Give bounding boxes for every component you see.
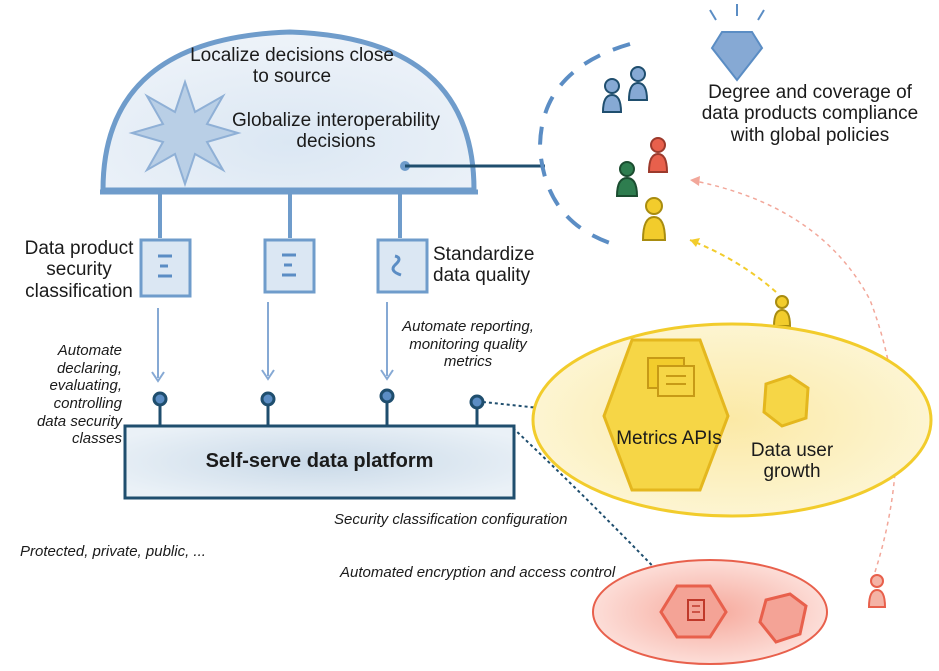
compass-star-icon [128,78,242,188]
automation-line: Automate reporting, [402,318,534,335]
metrics-api-label: Metrics APIs [616,428,722,449]
quality-policy-label: Standardize data quality [433,244,543,287]
compliance-text: Degree and coverage of data products com… [700,82,920,146]
governance-line: decisions [296,131,376,153]
policy-line: data quality [433,265,531,287]
arrowhead [690,176,700,186]
policy-arrows [151,302,394,383]
governance-line: to source [252,66,332,88]
growth-line: growth [763,461,821,483]
blue-person-icon [601,78,623,113]
governance-line: Localize decisions close [190,45,394,66]
policy-line: Data product [24,238,134,259]
automate-quality-label: Automate reporting, monitoring quality m… [388,318,548,371]
red-person-icon [647,137,669,173]
yellow-person-icon [641,197,667,241]
automation-line: declaring, [56,359,122,377]
growth-label: Data user growth [742,440,842,483]
automation-line: controlling [53,395,122,413]
compliance-line: data products compliance [701,103,919,125]
policy-document-icon [376,238,429,294]
metrics-hexagon [602,338,730,492]
automation-line: monitoring quality [409,335,527,353]
red-person-icon [867,574,887,608]
security-policy-label: Data product security classification [22,238,136,302]
notes-icon [647,357,695,397]
automation-line: evaluating, [49,377,122,395]
policy-document-icon [139,238,192,298]
classification-examples-note: Protected, private, public, ... [20,543,206,560]
compliance-line: Degree and coverage of [708,82,912,103]
automation-line: data security [36,412,122,430]
dome-compliance-connector [400,161,545,171]
metrics-domain-ellipse [531,322,933,518]
encryption-connector [512,427,689,604]
yellow-growth-arrow [689,239,777,293]
platform-label: Self-serve data platform [205,450,434,472]
compliance-line: with global policies [730,124,890,146]
growth-shield-icon [762,374,810,428]
automation-line: metrics [443,353,493,371]
security-config-note: Security classification configuration [334,511,568,528]
compliance-arc [537,42,631,245]
security-shield-icon [758,592,808,644]
governance-line: Globalize interoperability [231,110,441,131]
automation-line: Automate [57,342,122,359]
platform-sockets [152,388,485,426]
self-serve-platform-box [123,424,516,500]
policy-line: security [46,259,112,281]
automate-security-label: Automate declaring, evaluating, controll… [16,342,122,448]
diamond-icon [709,4,765,82]
encryption-note: Automated encryption and access control [340,564,616,581]
policy-line: Standardize [433,244,535,265]
arrowhead [690,238,700,247]
yellow-person-icon [772,295,792,327]
policy-document-icon [263,238,316,294]
green-person-icon [615,161,639,197]
automation-line: classes [71,430,122,448]
growth-line: Data user [750,440,834,461]
blue-person-icon [627,66,649,101]
governance-text: Localize decisions close to source [186,45,398,88]
dome-pillars [158,194,402,238]
encrypted-document-icon [687,599,705,621]
policy-line: classification [25,280,133,302]
governance-text: Globalize interoperability decisions [216,110,456,153]
